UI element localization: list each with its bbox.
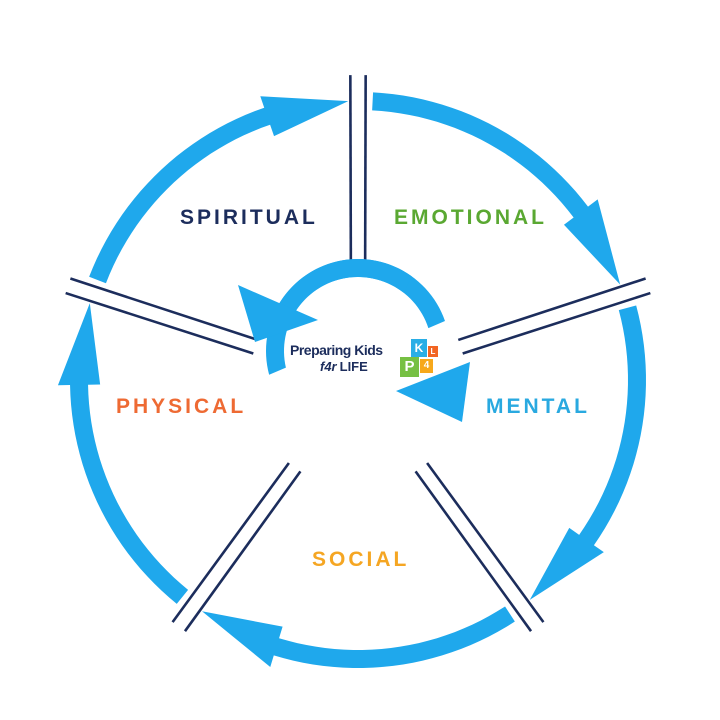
logo-block-4: 4 bbox=[420, 359, 433, 373]
logo-text-f4r: f4r bbox=[320, 359, 337, 374]
logo-block-l: L bbox=[428, 346, 438, 357]
cycle-arrowhead-left bbox=[238, 285, 318, 342]
outer-arrow-2 bbox=[529, 305, 646, 600]
outer-arrow-3 bbox=[201, 606, 515, 668]
divider-line-4-1 bbox=[183, 470, 302, 632]
divider-line-2-1 bbox=[457, 277, 647, 342]
divider-line-3-2 bbox=[414, 470, 533, 632]
segment-label-physical: PHYSICAL bbox=[116, 395, 247, 418]
logo-block-p: P bbox=[400, 357, 419, 377]
cycle-arc-lower bbox=[266, 259, 413, 375]
segment-label-emotional: EMOTIONAL bbox=[394, 206, 547, 229]
outer-arrow-1 bbox=[372, 92, 621, 285]
divider-line-2-2 bbox=[462, 291, 651, 355]
divider-line-4-2 bbox=[171, 462, 290, 623]
segment-label-social: SOCIAL bbox=[312, 548, 410, 571]
divider-line-5-1 bbox=[65, 291, 254, 355]
logo-text-life: LIFE bbox=[339, 359, 368, 374]
cycle-arrowhead-right bbox=[396, 362, 470, 422]
logo-text-line1: Preparing Kids bbox=[290, 342, 383, 358]
logo-block-k: K bbox=[411, 339, 427, 357]
center-cycle-arrows bbox=[238, 259, 470, 422]
outer-arrow-4 bbox=[57, 303, 189, 604]
divider-line-3-1 bbox=[426, 462, 545, 623]
divider-line-1-2 bbox=[363, 75, 367, 273]
outer-arrow-5 bbox=[89, 96, 349, 284]
divider-line-1-1 bbox=[349, 75, 353, 273]
divider-line-5-2 bbox=[69, 277, 259, 342]
segment-dividers bbox=[65, 75, 651, 632]
segment-label-mental: MENTAL bbox=[486, 395, 590, 418]
segment-label-spiritual: SPIRITUAL bbox=[180, 206, 318, 229]
outer-arrow-ring bbox=[57, 92, 646, 668]
